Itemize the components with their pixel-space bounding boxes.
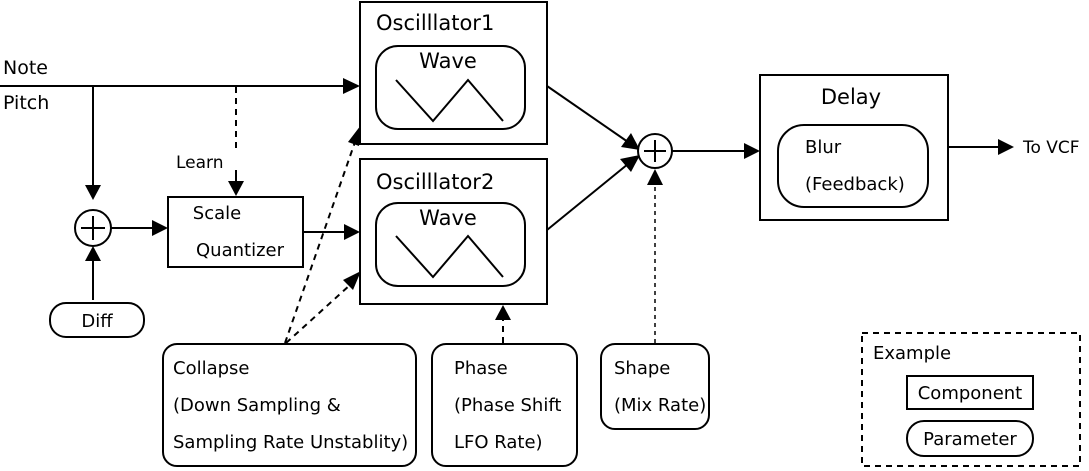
output-label: To VCF bbox=[1022, 138, 1080, 158]
delay-blur-label-line2: (Feedback) bbox=[805, 174, 905, 195]
oscillator2-wave-parameter bbox=[375, 202, 526, 287]
oscillator1-wave-shape bbox=[395, 78, 504, 123]
shape-arrowhead bbox=[647, 169, 663, 185]
shape-label-line1: Shape bbox=[614, 358, 670, 379]
note-label: Note bbox=[3, 57, 48, 79]
collapse-label-line1: Collapse bbox=[173, 358, 250, 379]
osc1-to-mixer-arrowhead bbox=[621, 133, 640, 150]
mixer-to-delay-arrowhead bbox=[744, 143, 760, 159]
phase-label-line2: (Phase Shift bbox=[454, 395, 561, 416]
legend-parameter-label: Parameter bbox=[923, 429, 1017, 450]
diff-parameter bbox=[49, 302, 145, 338]
phase-label-line1: Phase bbox=[454, 358, 508, 379]
osc2-to-mixer-line bbox=[546, 163, 629, 231]
learn-arrowhead bbox=[228, 181, 244, 196]
legend-title: Example bbox=[873, 343, 951, 364]
delay-blur-label-line1: Blur bbox=[805, 137, 842, 158]
oscillator1-wave-parameter bbox=[375, 45, 526, 130]
collapse-parameter bbox=[162, 343, 417, 467]
osc2-to-mixer-arrowhead bbox=[620, 155, 640, 172]
quantizer-to-osc2-arrowhead bbox=[344, 224, 360, 240]
pitch-label: Pitch bbox=[3, 92, 49, 114]
legend-component-example bbox=[906, 375, 1034, 410]
oscillator2-title: Oscilllator2 bbox=[376, 170, 494, 194]
legend-component-label: Component bbox=[918, 383, 1023, 404]
oscillator2-wave-shape bbox=[395, 234, 504, 279]
collapse-to-osc1-dashed-line bbox=[284, 141, 356, 344]
collapse-label-line3: Sampling Rate Unstablity) bbox=[173, 432, 408, 453]
learn-label: Learn bbox=[176, 153, 224, 173]
scale-quantizer-label-line2: Quantizer bbox=[196, 240, 285, 261]
collapse-to-osc2-arrowhead bbox=[343, 271, 361, 290]
scale-quantizer-label-line1: Scale bbox=[193, 203, 241, 224]
delay-blur-parameter bbox=[777, 124, 929, 208]
phase-parameter bbox=[431, 343, 578, 467]
phase-label-line3: LFO Rate) bbox=[454, 432, 543, 453]
diff-label: Diff bbox=[81, 311, 113, 332]
legend-parameter-example bbox=[906, 420, 1034, 457]
delay-to-output-arrowhead bbox=[998, 139, 1014, 155]
collapse-label-line2: (Down Sampling & bbox=[173, 395, 341, 416]
shape-parameter bbox=[600, 343, 710, 430]
adder-to-quantizer-arrowhead bbox=[152, 220, 168, 236]
pitch-to-adder-arrowhead bbox=[85, 185, 101, 200]
diff-arrowhead bbox=[85, 246, 101, 261]
pitch-to-osc1-arrowhead bbox=[343, 78, 360, 94]
oscillator1-title: Oscilllator1 bbox=[376, 11, 494, 35]
collapse-to-osc1-arrowhead bbox=[348, 125, 361, 146]
phase-arrowhead bbox=[495, 305, 511, 320]
collapse-to-osc2-dashed-line bbox=[285, 284, 351, 344]
shape-label-line2: (Mix Rate) bbox=[614, 395, 706, 416]
delay-title: Delay bbox=[821, 85, 881, 109]
oscillator1-wave-label: Wave bbox=[419, 49, 477, 73]
osc1-to-mixer-line bbox=[546, 85, 629, 143]
oscillator2-wave-label: Wave bbox=[419, 206, 477, 230]
